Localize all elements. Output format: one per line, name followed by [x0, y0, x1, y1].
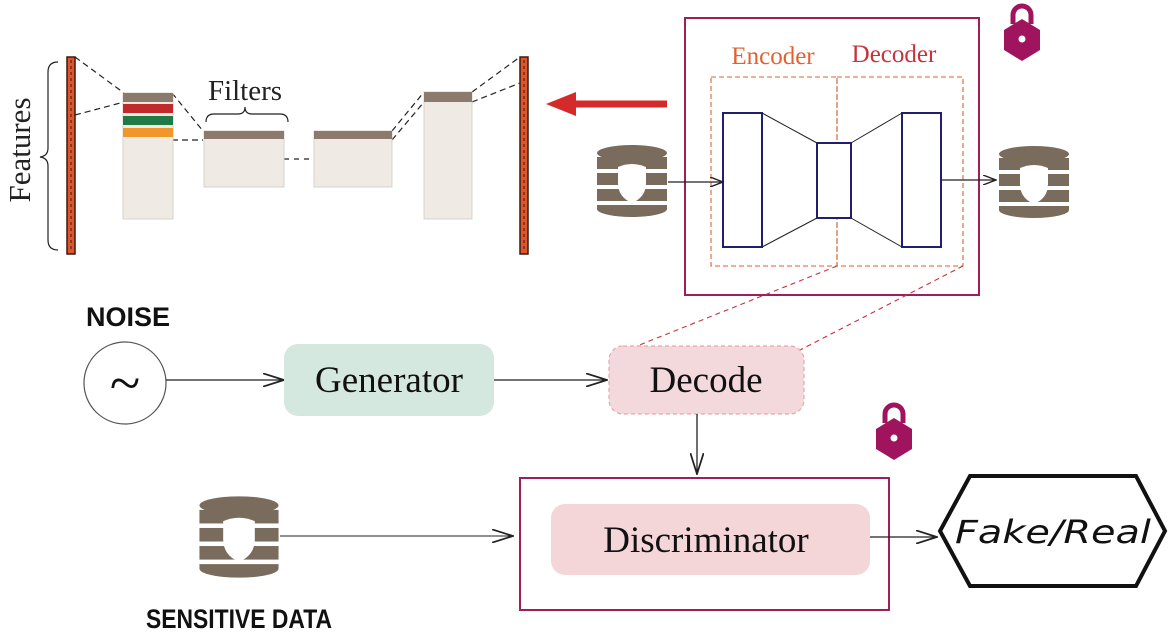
lock-icon [1004, 6, 1040, 61]
output-feature-bar [519, 56, 529, 255]
decoder-label: Decoder [852, 41, 937, 68]
tilde-icon: ~ [110, 353, 140, 415]
discriminator-lock-icon [876, 405, 912, 460]
decoder-region [836, 76, 964, 267]
filters-label: Filters [208, 75, 282, 107]
decode-box: Decode [608, 345, 805, 415]
generator-label: Generator [315, 360, 463, 401]
filters-brace [205, 106, 289, 123]
encoder-label: Encoder [731, 43, 815, 70]
features-label: Features [2, 97, 37, 202]
input-database-icon [597, 145, 667, 217]
cnn-diagram: Features Filters [2, 56, 529, 255]
generator-box: Generator [284, 344, 494, 416]
fake-real-label: Fake/Real [955, 513, 1151, 551]
output-database-icon [999, 146, 1069, 218]
discriminator-panel: Discriminator [519, 405, 912, 611]
features-brace [39, 61, 59, 251]
conv-block-3 [313, 130, 393, 188]
autoencoder-network [722, 112, 942, 248]
input-feature-bar [66, 56, 76, 255]
autoencoder-panel: Encoder Decoder [684, 6, 1040, 296]
conv-block-2 [203, 130, 285, 188]
discriminator-label: Discriminator [603, 520, 809, 561]
red-arrow [546, 92, 667, 116]
sensitive-data-node: SENSITIVE DATA [146, 496, 332, 634]
noise-label: NOISE [86, 302, 170, 332]
noise-node: NOISE ~ [83, 302, 170, 425]
fake-real-output: Fake/Real [937, 474, 1168, 588]
decode-label: Decode [650, 360, 763, 401]
sensitive-database-icon [199, 496, 279, 578]
conv-block-4 [423, 91, 473, 220]
conv-block-1 [122, 92, 174, 220]
sensitive-data-label: SENSITIVE DATA [146, 604, 332, 634]
